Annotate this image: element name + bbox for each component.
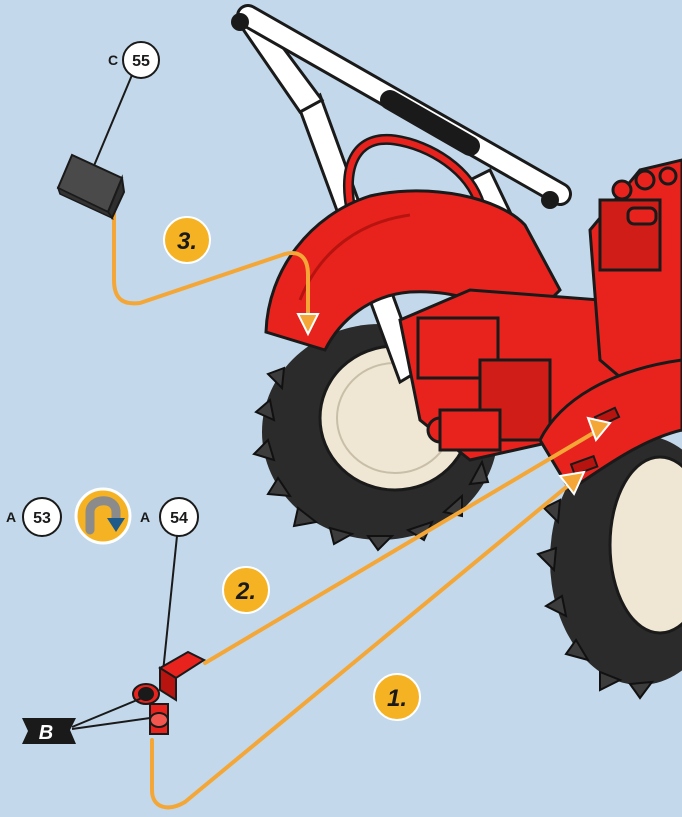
step-badge-3: 3. — [164, 217, 210, 263]
part-a54-group: A 54 — [140, 498, 198, 672]
part-a54-letter: A — [140, 509, 150, 525]
part-a53-number: 53 — [33, 510, 51, 527]
flag-b-label: B — [39, 722, 53, 744]
crossbar — [231, 13, 560, 209]
part-a54-number: 54 — [170, 510, 188, 527]
part-a53-group: A 53 — [6, 498, 61, 536]
step-number-1: 1. — [387, 685, 407, 712]
step-badge-2: 2. — [223, 567, 269, 613]
step-badge-1: 1. — [374, 674, 420, 720]
part-a53-letter: A — [6, 509, 16, 525]
rotate-icon — [76, 489, 130, 543]
part-c55-group: C 55 — [58, 42, 159, 218]
flag-b-icon: B — [22, 698, 150, 744]
step-number-3: 3. — [177, 228, 197, 255]
part-c55-piece — [58, 155, 124, 218]
part-c55-letter: C — [108, 52, 118, 68]
part-c55-number: 55 — [132, 53, 150, 70]
tractor — [231, 13, 682, 698]
part-a54-piece — [133, 652, 204, 734]
step-number-2: 2. — [235, 578, 256, 605]
